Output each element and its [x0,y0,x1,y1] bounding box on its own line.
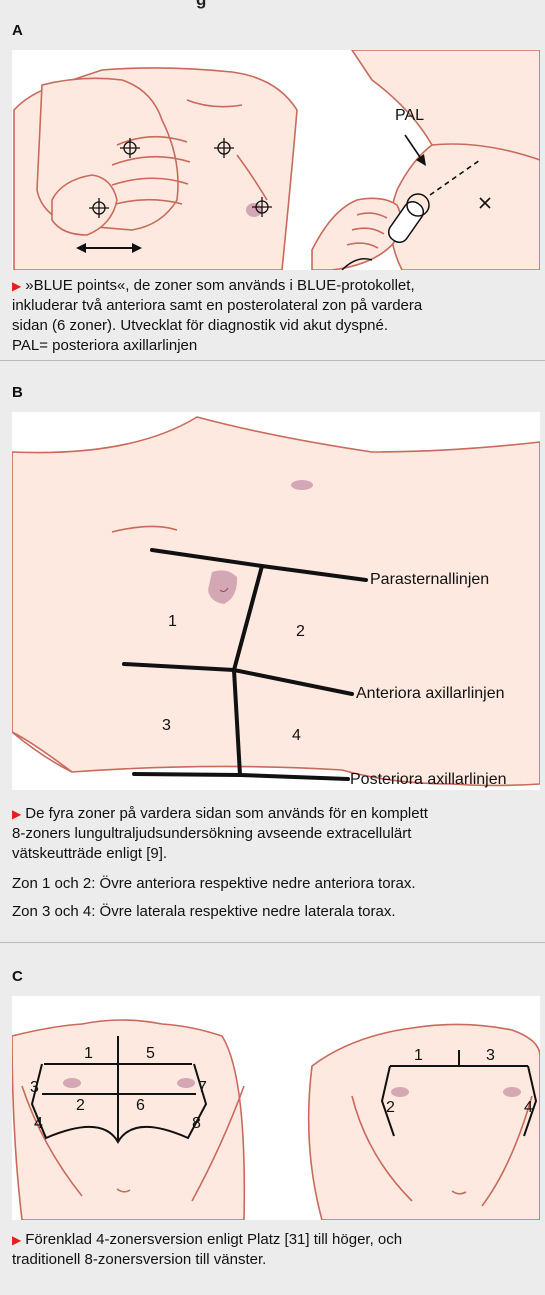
panel-a-letter: A [12,22,23,39]
zone-number: 1 [84,1045,93,1062]
panel-b-letter: B [12,384,23,401]
panel-b-caption: ▶ De fyra zoner på vardera sidan som anvä… [12,804,532,864]
zone-number: 4 [524,1099,533,1116]
pal-label: PAL [395,107,424,124]
panel-b-illustration: Parasternallinjen Anteriora axillarlinje… [12,412,540,790]
section-divider [0,360,545,361]
chest-with-hands-illustration [12,50,312,270]
zone-number: 4 [34,1115,43,1132]
caption-bullet-icon: ▶ [12,279,21,293]
panel-c-caption-line: traditionell 8-zonersversion till vänste… [12,1251,266,1268]
panel-b-zone-3-4-text: Zon 3 och 4: Övre laterala respektive ne… [12,902,532,922]
parasternal-line-label: Parasternallinjen [370,571,489,588]
posterior-axillary-line-label: Posteriora axillarlinjen [350,771,507,788]
panel-a-caption-line: »BLUE points«, de zoner som används i BL… [25,277,414,294]
zone-number: 7 [198,1079,207,1096]
panel-a-caption-line: inkluderar två anteriora samt en postero… [12,297,422,314]
anterior-axillary-line-label: Anteriora axillarlinjen [356,685,505,702]
zone-number: 5 [146,1045,155,1062]
zone-number: 3 [486,1047,495,1064]
zone-number: 2 [386,1099,395,1116]
zone-number: 3 [30,1079,39,1096]
panel-c-caption-line: Förenklad 4-zonersversion enligt Platz [… [25,1231,402,1248]
panel-a-caption-line: PAL= posteriora axillarlinjen [12,337,197,354]
zone-number: 4 [292,727,301,744]
front-torso-4-zone-illustration [309,1024,540,1220]
panel-a-caption-line: sidan (6 zoner). Utvecklat för diagnosti… [12,317,388,334]
panel-a-caption: ▶ »BLUE points«, de zoner som används i B… [12,276,532,356]
caption-bullet-icon: ▶ [12,807,21,821]
lateral-torso-illustration [12,417,540,786]
zone-number: 1 [168,613,177,630]
panel-b-caption-line: vätskeutträde enligt [9]. [12,845,167,862]
zone-number: 6 [136,1097,145,1114]
caption-bullet-icon: ▶ [12,1233,21,1247]
panel-b-caption-line: De fyra zoner på vardera sidan som använ… [25,805,428,822]
section-divider [0,942,545,943]
zone-number: 8 [192,1115,201,1132]
zone-number: 2 [76,1097,85,1114]
side-view-with-probe-illustration [312,50,540,270]
heading-fragment: g [196,0,206,10]
zone-number: 2 [296,623,305,640]
panel-b-zone-1-2-text: Zon 1 och 2: Övre anteriora respektive n… [12,874,532,894]
cut-off-heading: g [0,0,545,12]
panel-c-letter: C [12,968,23,985]
zone-number: 1 [414,1047,423,1064]
front-torso-8-zone-illustration [12,1020,244,1220]
panel-c-caption: ▶ Förenklad 4-zonersversion enligt Platz … [12,1230,532,1270]
panel-c-illustration: 1 5 3 2 6 7 4 8 1 3 2 4 [12,996,540,1220]
zone-number: 3 [162,717,171,734]
panel-a-illustration: PAL [12,50,540,270]
panel-b-caption-line: 8-zoners lungultraljudsundersökning avse… [12,825,411,842]
